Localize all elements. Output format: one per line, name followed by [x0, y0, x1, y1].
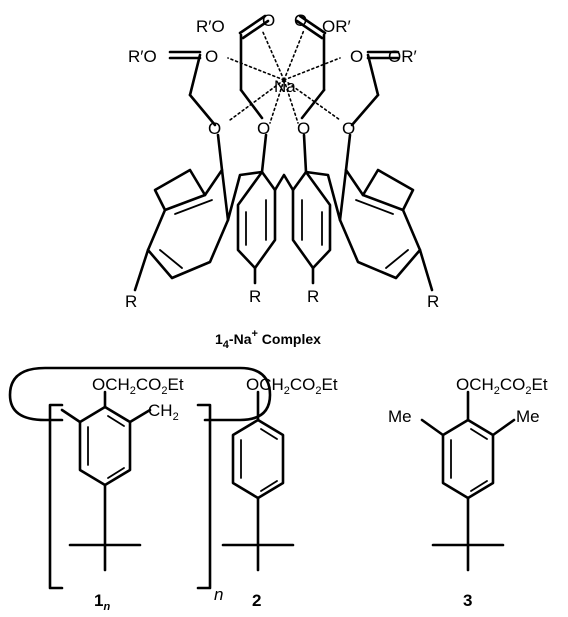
compound-2-substituent: OCH2CO2Et: [246, 375, 338, 397]
coordination-bonds: [227, 29, 341, 124]
para-r-2: R: [249, 287, 261, 306]
ester-label-outer-left: R′O: [128, 47, 157, 66]
para-r-3: R: [307, 287, 319, 306]
ether-o-1: O: [208, 119, 221, 138]
ether-o-3: O: [297, 119, 310, 138]
compound-1n-substituent: OCH2CO2Et: [92, 375, 184, 397]
sodium-label: Na: [274, 77, 296, 96]
ester-label-outer-right: OR′: [388, 47, 417, 66]
sodium-complex: R′O O O OR′ R′O O O OR′ Na O O O O R R R…: [125, 11, 439, 351]
compound-1n-label: 1n: [94, 591, 110, 613]
para-r-1: R: [125, 292, 137, 311]
carbonyl-o-inner-right: O: [294, 11, 307, 30]
ether-o-4: O: [342, 119, 355, 138]
ester-label-inner-right: OR′: [322, 17, 351, 36]
para-r-4: R: [427, 292, 439, 311]
compound-3: OCH2CO2Et Me Me 3: [388, 375, 548, 610]
compound-1n: OCH2CO2Et CH2 n 1n: [8, 366, 272, 613]
carbonyl-o-inner-left: O: [262, 11, 275, 30]
compound-3-label: 3: [463, 591, 472, 610]
compound-1n-repeat: n: [214, 585, 223, 604]
ester-arms: [168, 14, 400, 127]
compound-2-label: 2: [252, 591, 261, 610]
ether-bonds: [216, 133, 352, 174]
complex-caption: 14-Na+ Complex: [215, 328, 321, 351]
compound-1n-bridge: CH2: [148, 401, 179, 423]
compound-3-methyl-right: Me: [516, 407, 540, 426]
ether-o-2: O: [257, 119, 270, 138]
calixarene-rings: [146, 168, 422, 280]
ester-label-inner-left: R′O: [196, 17, 225, 36]
para-bonds: [133, 248, 434, 292]
compound-2: OCH2CO2Et 2: [221, 375, 338, 610]
carbonyl-o-outer-left: O: [205, 47, 218, 66]
compound-3-methyl-left: Me: [388, 407, 412, 426]
compound-3-substituent: OCH2CO2Et: [456, 375, 548, 397]
carbonyl-o-outer-right: O: [350, 47, 363, 66]
